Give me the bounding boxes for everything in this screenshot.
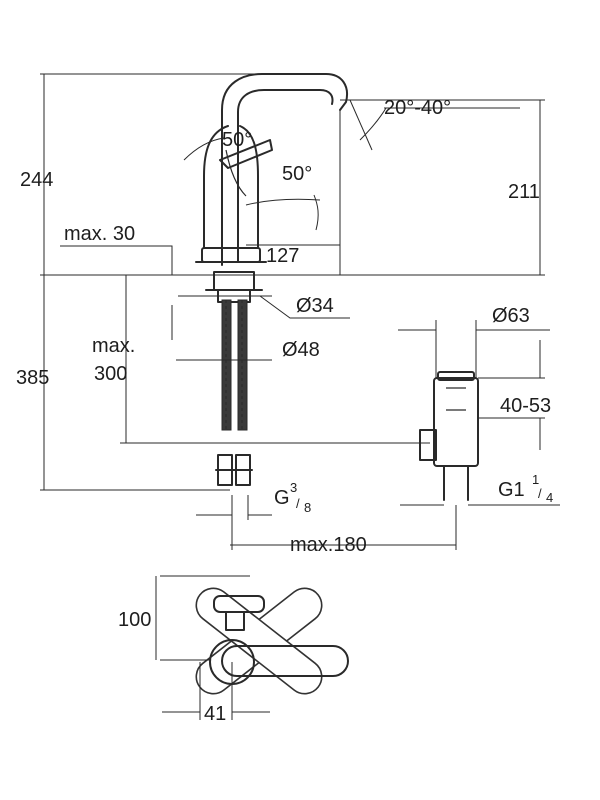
- label-385: 385: [16, 367, 49, 389]
- label-g-frac-den: 8: [304, 500, 311, 515]
- fraction-slash-2: /: [538, 486, 542, 501]
- label-211: 211: [508, 181, 540, 203]
- fraction-slash: /: [296, 496, 300, 511]
- label-swivel-angle: 20°-40°: [384, 97, 451, 119]
- label-d34: Ø34: [296, 295, 334, 317]
- label-lever-angle-left: 50°: [222, 129, 252, 151]
- pop-up-waste: [120, 371, 479, 501]
- label-d48: Ø48: [282, 339, 320, 361]
- label-g1-frac-den: 4: [546, 490, 553, 505]
- label-100: 100: [118, 609, 151, 631]
- label-127: 127: [266, 245, 299, 267]
- label-g-thread: G: [274, 487, 290, 509]
- label-d63: Ø63: [492, 305, 530, 327]
- label-max-180: max.180: [290, 534, 367, 556]
- label-41: 41: [204, 703, 226, 725]
- dimension-labels: 244 20°-40° 50° 50° 211 max. 30 127 Ø34 …: [16, 97, 553, 725]
- label-max-30: max. 30: [64, 223, 135, 245]
- top-view: [155, 575, 349, 720]
- faucet-body: [195, 73, 348, 303]
- dimension-lines: [40, 73, 560, 550]
- label-g1-frac-num: 1: [532, 472, 539, 487]
- label-lever-angle-right: 50°: [282, 163, 312, 185]
- label-300: 300: [94, 363, 127, 385]
- label-40-53: 40-53: [500, 395, 551, 417]
- label-g-frac-num: 3: [290, 480, 297, 495]
- supply-hoses: [215, 299, 253, 486]
- label-g1-thread: G1: [498, 479, 525, 501]
- label-244: 244: [20, 169, 53, 191]
- label-max: max.: [92, 335, 135, 357]
